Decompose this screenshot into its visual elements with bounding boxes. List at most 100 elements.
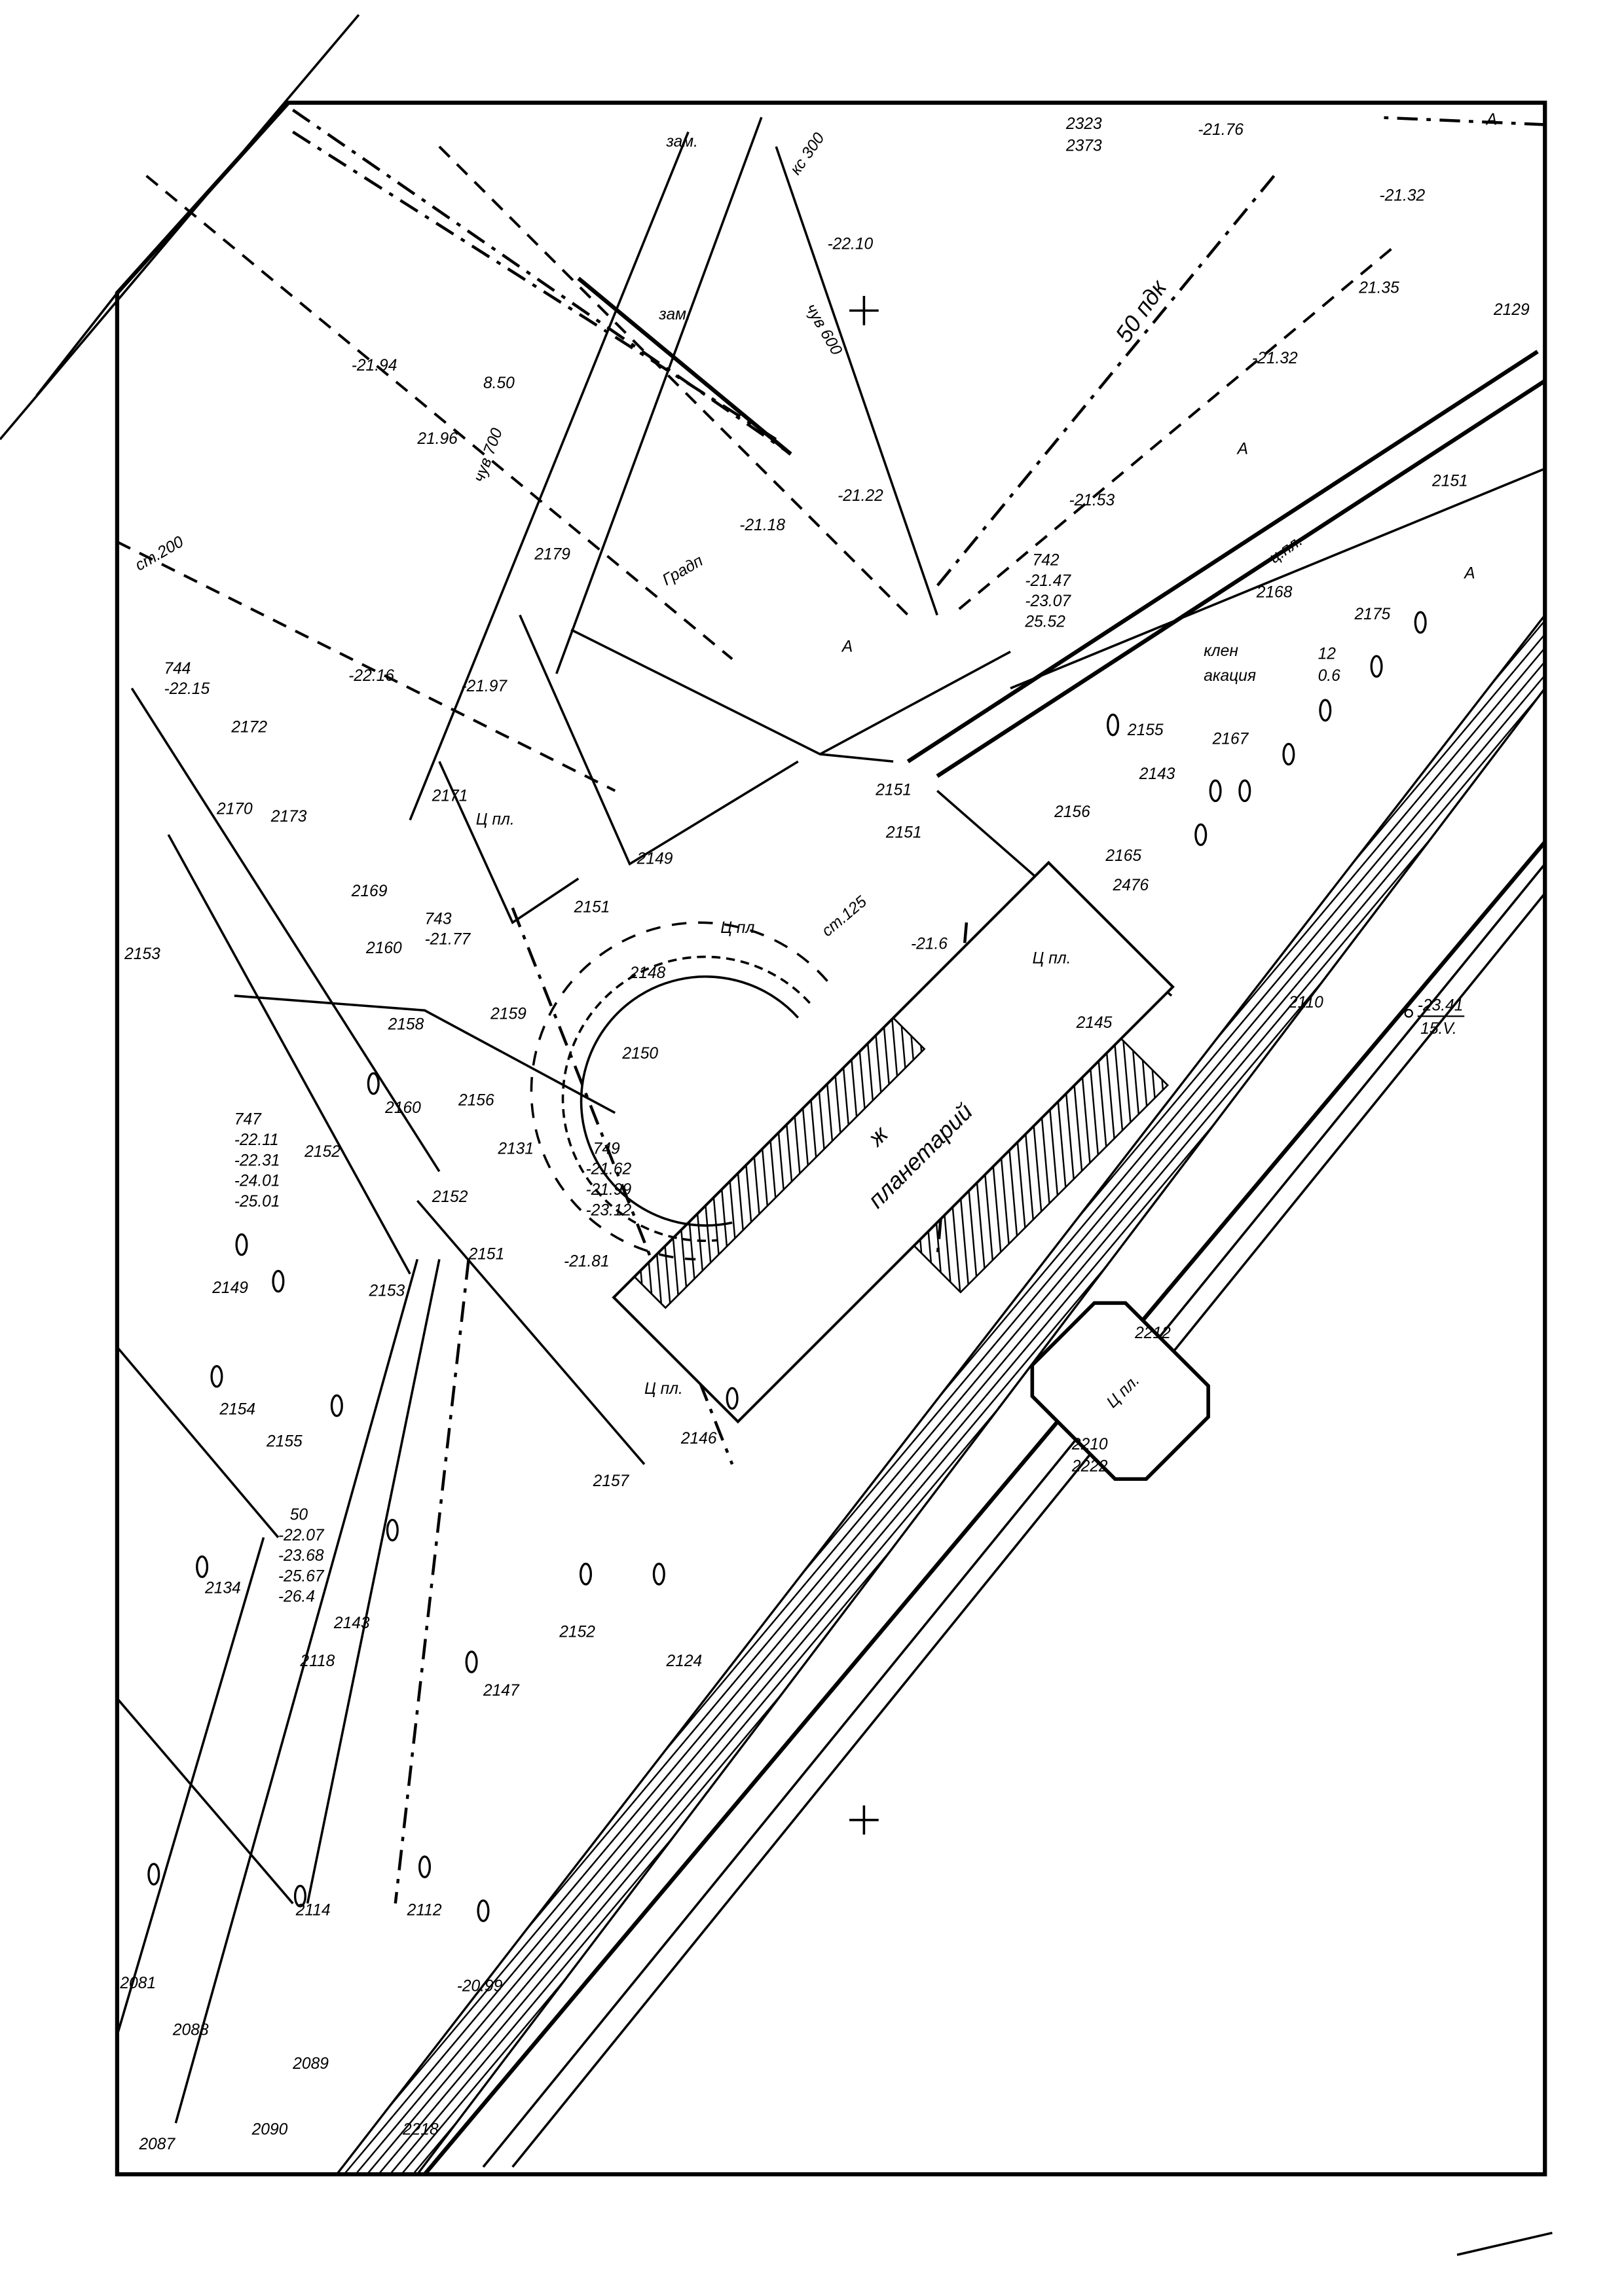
map-label: 2210 xyxy=(1071,1436,1108,1453)
map-label: -21.97 xyxy=(461,678,507,695)
embankment xyxy=(334,611,1547,2176)
map-label: 2218 xyxy=(402,2121,439,2139)
tree-icon xyxy=(465,1650,478,1673)
map-labels: 23232373-21.76A-21.32-22.1021.352129-21.… xyxy=(119,111,1530,2153)
map-label: 2131 xyxy=(497,1140,534,1157)
map-label: 2212 xyxy=(1134,1324,1171,1342)
map-label: 2158 xyxy=(388,1015,424,1033)
map-label: 2151 xyxy=(875,782,912,799)
tree-icon xyxy=(147,1863,160,1886)
map-label: -21.99 xyxy=(585,1181,631,1199)
map-label: -21.32 xyxy=(1380,187,1426,205)
map-label: 2153 xyxy=(124,945,160,963)
map-label: -24.01 xyxy=(234,1173,280,1190)
map-label: 2157 xyxy=(593,1472,630,1490)
tree-icon xyxy=(579,1562,593,1586)
tree-icon xyxy=(272,1269,285,1293)
grid-cross xyxy=(849,1805,879,1835)
octagon-pavilion: Ц пл. xyxy=(1030,1301,1210,1481)
map-label: -23.07 xyxy=(1025,592,1071,610)
map-label: 2152 xyxy=(559,1623,595,1641)
map-label: -26.4 xyxy=(278,1588,315,1606)
map-label: 749 xyxy=(593,1140,620,1157)
map-label: -21.22 xyxy=(838,487,883,505)
map-label: -21.18 xyxy=(739,517,785,534)
map-label: 0.6 xyxy=(1318,667,1340,685)
tree-icon xyxy=(1194,823,1208,847)
tree-icon xyxy=(418,1855,432,1878)
spot-height-date: 15.V. xyxy=(1420,1020,1457,1038)
map-label: А xyxy=(1463,565,1475,583)
utility-lines xyxy=(116,109,1546,2168)
map-label: 2145 xyxy=(1076,1014,1113,1032)
map-label: 2148 xyxy=(629,964,666,982)
planetarium-building: ж планетарий xyxy=(530,860,1175,1424)
map-label: 2114 xyxy=(295,1901,331,1919)
map-label: -23.12 xyxy=(585,1201,631,1219)
tree-icon xyxy=(196,1555,209,1578)
map-label: 2175 xyxy=(1354,606,1391,623)
map-label: 2155 xyxy=(266,1433,303,1451)
map-label: 2147 xyxy=(483,1682,520,1700)
map-label: ст.125 xyxy=(819,893,870,941)
map-label: 747 xyxy=(234,1111,262,1129)
tree-icon xyxy=(293,1884,306,1908)
map-label: Ц пл. xyxy=(644,1380,683,1398)
map-label: -21.32 xyxy=(1252,350,1298,367)
map-label: 2173 xyxy=(270,808,307,826)
map-label: 2087 xyxy=(138,2136,175,2153)
map-label: 2167 xyxy=(1212,730,1249,748)
tree-icon xyxy=(330,1394,343,1417)
map-label: -22.31 xyxy=(234,1152,280,1169)
map-label: 2152 xyxy=(304,1143,341,1161)
map-label: 2118 xyxy=(299,1652,335,1670)
map-label: 2160 xyxy=(365,939,402,957)
map-label: -21.81 xyxy=(564,1253,610,1271)
map-label: 2151 xyxy=(468,1245,505,1263)
tree-icon xyxy=(652,1562,665,1586)
map-label: 21.96 xyxy=(416,430,458,448)
map-label: 21.35 xyxy=(1358,280,1399,297)
map-label: 2143 xyxy=(1139,765,1175,783)
map-label: 2156 xyxy=(1054,803,1090,821)
map-frame xyxy=(0,14,1553,2256)
map-label: 2222 xyxy=(1071,1458,1108,1476)
map-label: Ц пл. xyxy=(1033,950,1071,968)
map-label: чув 700 xyxy=(470,426,506,484)
map-label: 2171 xyxy=(432,788,468,805)
map-label: -20.99 xyxy=(457,1978,503,1995)
tree-icon xyxy=(386,1518,399,1542)
map-label: 2149 xyxy=(637,850,673,868)
tree-icon xyxy=(477,1899,490,1922)
map-label: 2373 xyxy=(1065,137,1102,155)
map-label: 2172 xyxy=(231,718,267,736)
map-label: 2089 xyxy=(292,2055,329,2073)
map-label: 25.52 xyxy=(1024,613,1065,630)
map-label: 2170 xyxy=(216,801,253,818)
map-label: -21.94 xyxy=(352,357,397,374)
map-label: -21.76 xyxy=(1198,121,1244,139)
map-label: кс 300 xyxy=(787,130,828,178)
map-label: 2160 xyxy=(384,1099,421,1117)
map-label: 2156 xyxy=(458,1092,494,1110)
map-label: 12 xyxy=(1318,646,1337,663)
map-label: 2143 xyxy=(333,1614,370,1632)
map-label: 2151 xyxy=(885,824,922,841)
map-label: акация xyxy=(1204,667,1256,685)
tree-icon xyxy=(1319,699,1332,722)
map-label: A xyxy=(1236,441,1248,458)
map-label: 2110 xyxy=(1288,994,1323,1011)
map-label: -21.62 xyxy=(585,1161,631,1178)
map-label: 2088 xyxy=(172,2022,209,2039)
map-label: клен xyxy=(1204,642,1238,660)
map-label: 2090 xyxy=(251,2121,288,2139)
tree-icon xyxy=(210,1365,223,1388)
map-label: 2112 xyxy=(407,1901,442,1919)
tree-icon xyxy=(726,1387,739,1410)
map-label: 2154 xyxy=(219,1400,255,1418)
spot-height-value: -23.41 xyxy=(1418,996,1464,1014)
tree-icon xyxy=(235,1233,248,1256)
map-label: 2179 xyxy=(534,546,570,564)
tree-icon xyxy=(1414,611,1427,634)
